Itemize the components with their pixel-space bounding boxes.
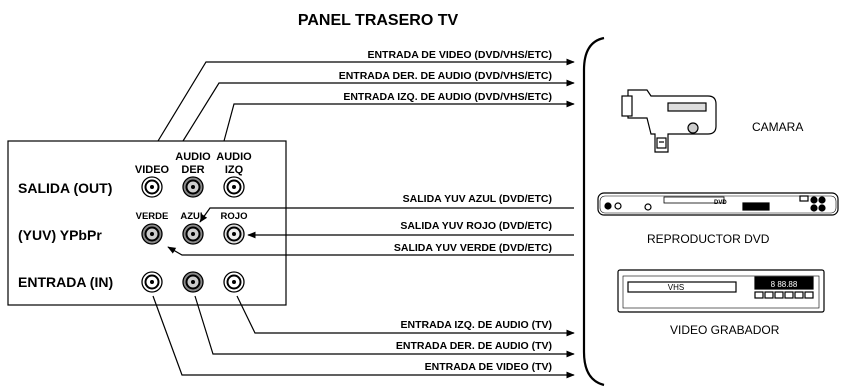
label-yuv-verde: SALIDA YUV VERDE (DVD/ETC): [394, 242, 552, 254]
line-yuv-verde: [167, 246, 574, 256]
label-out-audio-der: ENTRADA DER. DE AUDIO (DVD/VHS/ETC): [339, 70, 552, 82]
jack-yuv-verde: [141, 223, 163, 245]
line-in-audio-der: [194, 295, 575, 358]
device-bracket: [582, 36, 605, 387]
dvd-logo: DVD: [714, 200, 727, 206]
camcorder-icon: [621, 89, 717, 153]
header-audio-der-line1: AUDIO: [175, 151, 211, 163]
jack-in-video: [141, 271, 163, 293]
label-yuv-azul: SALIDA YUV AZUL (DVD/ETC): [403, 193, 552, 205]
vcr-brand: VHS: [668, 283, 684, 292]
device-label-vcr: VIDEO GRABADOR: [670, 323, 780, 337]
label-azul: AZUL: [180, 211, 206, 222]
label-out-video: ENTRADA DE VIDEO (DVD/VHS/ETC): [367, 49, 552, 61]
line-in-video: [152, 295, 575, 379]
row-label-yuv: (YUV) YPbPr: [18, 227, 102, 243]
page-title: PANEL TRASERO TV: [298, 12, 459, 29]
jack-out-video: [141, 176, 163, 198]
header-video: VIDEO: [135, 164, 170, 176]
jack-in-audio-izq: [223, 271, 245, 293]
jack-out-audio-izq: [223, 176, 245, 198]
label-in-video: ENTRADA DE VIDEO (TV): [425, 361, 552, 373]
label-yuv-rojo: SALIDA YUV ROJO (DVD/ETC): [400, 220, 552, 232]
row-label-entrada: ENTRADA (IN): [18, 274, 113, 290]
label-rojo: ROJO: [221, 211, 248, 222]
line-in-audio-izq: [236, 295, 575, 337]
header-audio-izq-line2: IZQ: [225, 164, 244, 176]
label-verde: VERDE: [136, 211, 169, 222]
line-yuv-azul: [199, 207, 574, 223]
header-audio-izq-line1: AUDIO: [216, 151, 252, 163]
line-out-video: [157, 58, 575, 142]
header-audio-der-line2: DER: [181, 164, 204, 176]
jack-yuv-rojo: [223, 223, 245, 245]
jack-in-audio-der: [182, 271, 204, 293]
line-out-audio-izq: [223, 100, 575, 142]
dvd-player-icon: [597, 192, 839, 216]
device-label-camara: CAMARA: [752, 120, 803, 134]
label-in-audio-der: ENTRADA DER. DE AUDIO (TV): [396, 340, 552, 352]
row-label-salida: SALIDA (OUT): [18, 180, 112, 196]
label-in-audio-izq: ENTRADA IZQ. DE AUDIO (TV): [401, 319, 552, 331]
jack-yuv-azul: [182, 223, 204, 245]
device-label-dvd: REPRODUCTOR DVD: [647, 232, 770, 246]
vcr-display: 8 88.88: [771, 280, 798, 289]
vcr-icon: [617, 269, 825, 313]
line-out-audio-der: [182, 79, 575, 142]
label-out-audio-izq: ENTRADA IZQ. DE AUDIO (DVD/VHS/ETC): [343, 91, 552, 103]
jack-out-audio-der: [182, 176, 204, 198]
